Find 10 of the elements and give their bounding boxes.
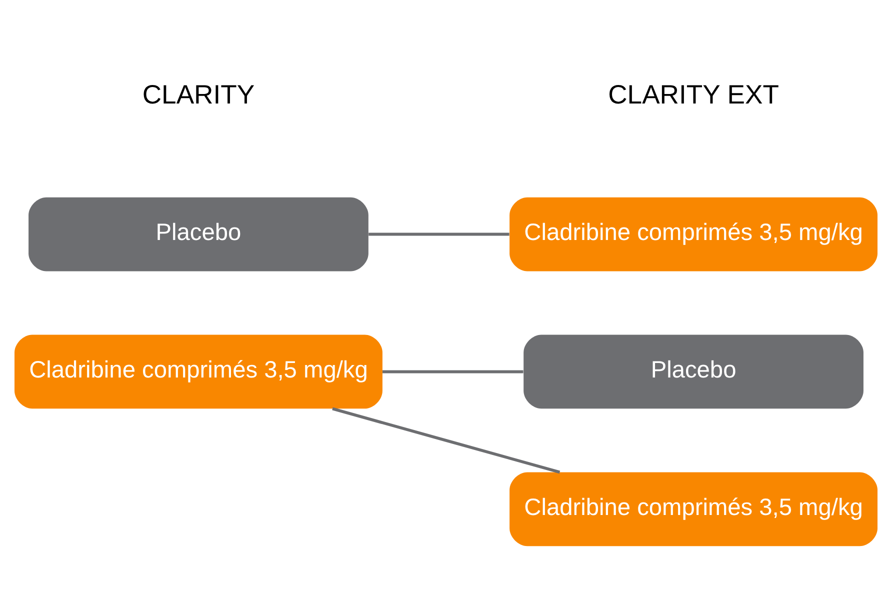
node-box: Cladribine comprimés 3,5 mg/kg [14,334,382,409]
node-box: Cladribine comprimés 3,5 mg/kg [510,197,878,272]
connector [332,407,560,474]
connector [368,232,510,236]
connector [382,370,524,374]
node-box: Cladribine comprimés 3,5 mg/kg [510,472,878,546]
node-box: Placebo [28,197,368,272]
label: CLARITY EXT [608,79,779,110]
node-box: Placebo [524,334,864,409]
label: CLARITY [142,79,255,110]
